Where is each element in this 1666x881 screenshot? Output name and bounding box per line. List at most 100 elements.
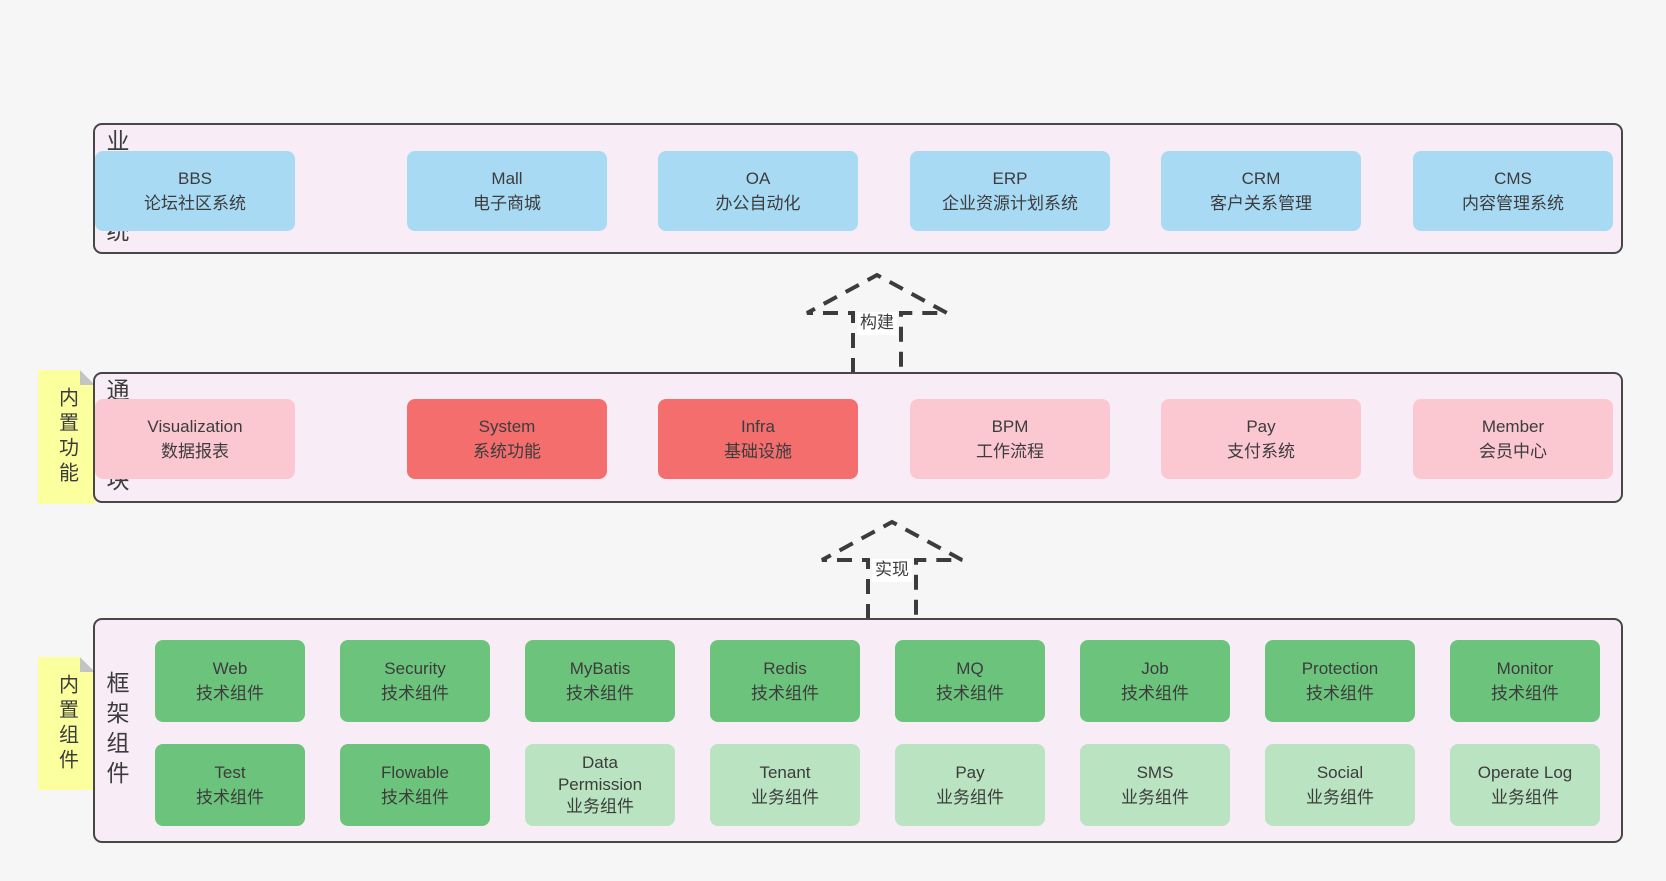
box-title: MyBatis xyxy=(569,658,631,678)
box-title: Infra xyxy=(740,416,776,436)
dashed-arrow-up-shape xyxy=(821,519,963,619)
box-monitor: Monitor 技术组件 xyxy=(1450,640,1600,722)
box-data-permission: Data Permission 业务组件 xyxy=(525,744,675,826)
box-bpm: BPM 工作流程 xyxy=(910,399,1110,479)
box-visualization: Visualization 数据报表 xyxy=(95,399,295,479)
box-subtitle: 业务组件 xyxy=(1491,788,1559,807)
box-title: BBS xyxy=(177,168,213,188)
box-title: ERP xyxy=(992,168,1028,188)
box-subtitle: 会员中心 xyxy=(1479,442,1547,461)
box-subtitle: 业务组件 xyxy=(751,788,819,807)
box-test: Test 技术组件 xyxy=(155,744,305,826)
component-row-2: Test 技术组件 Flowable 技术组件 Data Permission … xyxy=(95,744,1621,826)
section-label: 框架组件 xyxy=(103,670,129,791)
box-security: Security 技术组件 xyxy=(340,640,490,722)
box-bbs: BBS 论坛社区系统 xyxy=(95,151,295,231)
sticky-note-label: 内置组件 xyxy=(55,673,78,774)
arrow-build: 构建 xyxy=(806,272,948,373)
box-tenant: Tenant 业务组件 xyxy=(710,744,860,826)
box-title: Pay xyxy=(955,762,985,782)
box-pay-component: Pay 业务组件 xyxy=(895,744,1045,826)
arrow-implement: 实现 xyxy=(821,519,963,619)
box-title: Security xyxy=(384,658,446,678)
box-subtitle: 技术组件 xyxy=(381,684,449,703)
box-subtitle: 论坛社区系统 xyxy=(144,194,246,213)
box-member: Member 会员中心 xyxy=(1413,399,1613,479)
arrow-label: 实现 xyxy=(872,559,912,582)
dashed-arrow-up-shape xyxy=(806,272,948,373)
box-redis: Redis 技术组件 xyxy=(710,640,860,722)
section-common-modules: 通用模块 System 系统功能 Infra 基础设施 BPM 工作流程 Pay… xyxy=(93,372,1623,503)
box-subtitle: 企业资源计划系统 xyxy=(942,194,1078,213)
sticky-note-label: 内置功能 xyxy=(55,387,78,487)
box-subtitle: 数据报表 xyxy=(161,442,229,461)
box-infra: Infra 基础设施 xyxy=(658,399,858,479)
box-title: Visualization xyxy=(147,416,243,436)
box-subtitle: 支付系统 xyxy=(1227,442,1295,461)
box-subtitle: 客户关系管理 xyxy=(1210,194,1312,213)
box-erp: ERP 企业资源计划系统 xyxy=(910,151,1110,231)
box-title: Pay xyxy=(1246,416,1276,436)
box-title: Job xyxy=(1141,658,1169,678)
box-title: Operate Log xyxy=(1477,762,1573,782)
box-subtitle: 内容管理系统 xyxy=(1462,194,1564,213)
box-cms: CMS 内容管理系统 xyxy=(1413,151,1613,231)
section-business-systems: 业务系统 Mall 电子商城 OA 办公自动化 ERP 企业资源计划系统 CRM… xyxy=(93,123,1623,254)
box-title: CRM xyxy=(1241,168,1281,188)
box-system: System 系统功能 xyxy=(407,399,607,479)
box-title: BPM xyxy=(991,416,1029,436)
box-operate-log: Operate Log 业务组件 xyxy=(1450,744,1600,826)
component-row-1: Web 技术组件 Security 技术组件 MyBatis 技术组件 Redi… xyxy=(95,640,1621,722)
box-title: SMS xyxy=(1136,762,1174,782)
box-subtitle: 技术组件 xyxy=(1491,684,1559,703)
box-title: Protection xyxy=(1301,658,1379,678)
box-subtitle: 技术组件 xyxy=(1121,684,1189,703)
box-mybatis: MyBatis 技术组件 xyxy=(525,640,675,722)
box-mall: Mall 电子商城 xyxy=(407,151,607,231)
box-title: Flowable xyxy=(380,762,450,782)
sticky-note-built-in-features: 内置功能 xyxy=(38,370,95,504)
box-oa: OA 办公自动化 xyxy=(658,151,858,231)
box-subtitle: 工作流程 xyxy=(976,442,1044,461)
box-title: Web xyxy=(212,658,248,678)
box-subtitle: 技术组件 xyxy=(381,788,449,807)
box-title: Social xyxy=(1316,762,1364,782)
box-title: Data Permission xyxy=(557,753,643,795)
box-subtitle: 技术组件 xyxy=(751,684,819,703)
box-subtitle: 业务组件 xyxy=(936,788,1004,807)
box-subtitle: 业务组件 xyxy=(1121,788,1189,807)
box-web: Web 技术组件 xyxy=(155,640,305,722)
sticky-note-built-in-components: 内置组件 xyxy=(38,657,95,790)
box-subtitle: 办公自动化 xyxy=(715,194,801,213)
box-title: System xyxy=(478,416,536,436)
box-subtitle: 电子商城 xyxy=(473,194,541,213)
box-subtitle: 技术组件 xyxy=(196,684,264,703)
box-job: Job 技术组件 xyxy=(1080,640,1230,722)
section-framework-components: 框架组件 Web 技术组件 Security 技术组件 MyBatis 技术组件… xyxy=(93,618,1623,843)
box-subtitle: 业务组件 xyxy=(1306,788,1374,807)
box-title: OA xyxy=(745,168,771,188)
box-title: Mall xyxy=(491,168,523,188)
box-subtitle: 技术组件 xyxy=(1306,684,1374,703)
box-subtitle: 系统功能 xyxy=(473,442,541,461)
box-title: Redis xyxy=(763,658,807,678)
box-subtitle: 技术组件 xyxy=(196,788,264,807)
box-subtitle: 技术组件 xyxy=(566,684,634,703)
box-subtitle: 基础设施 xyxy=(724,442,792,461)
box-title: CMS xyxy=(1494,168,1532,188)
box-social: Social 业务组件 xyxy=(1265,744,1415,826)
box-flowable: Flowable 技术组件 xyxy=(340,744,490,826)
box-title: MQ xyxy=(956,658,984,678)
box-crm: CRM 客户关系管理 xyxy=(1161,151,1361,231)
box-title: Member xyxy=(1481,416,1545,436)
box-protection: Protection 技术组件 xyxy=(1265,640,1415,722)
box-sms: SMS 业务组件 xyxy=(1080,744,1230,826)
box-title: Tenant xyxy=(759,762,811,782)
box-subtitle: 技术组件 xyxy=(936,684,1004,703)
box-title: Test xyxy=(214,762,246,782)
box-pay: Pay 支付系统 xyxy=(1161,399,1361,479)
box-title: Monitor xyxy=(1496,658,1554,678)
box-mq: MQ 技术组件 xyxy=(895,640,1045,722)
box-subtitle: 业务组件 xyxy=(566,796,634,816)
